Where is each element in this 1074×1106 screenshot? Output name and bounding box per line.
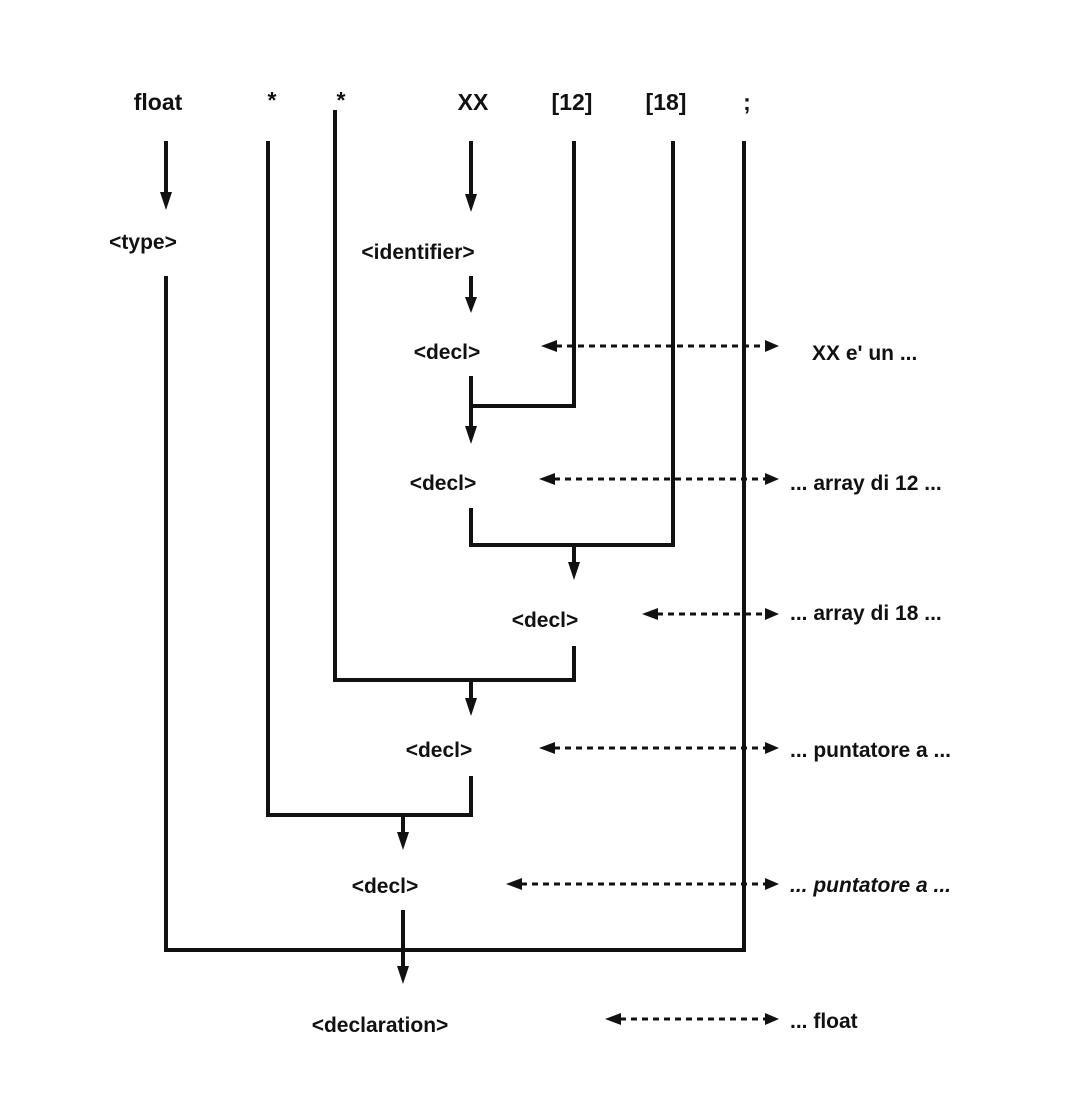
note-float: ... float	[790, 1010, 858, 1033]
token-dim-12: [12]	[552, 89, 593, 115]
connector-lines	[164, 110, 746, 972]
node-decl-3: <decl>	[512, 609, 579, 632]
token-dim-18: [18]	[646, 89, 687, 115]
token-identifier-xx: XX	[458, 89, 489, 115]
node-decl-2: <decl>	[410, 472, 477, 495]
node-decl-4: <decl>	[406, 739, 473, 762]
note-array-12: ... array di 12 ...	[790, 472, 942, 495]
node-type: <type>	[109, 231, 177, 254]
note-xx-is-a: XX e' un ...	[812, 342, 917, 365]
dotted-annotation-arrows	[506, 340, 779, 1025]
node-declaration: <declaration>	[312, 1014, 449, 1037]
token-float: float	[134, 89, 183, 115]
token-semicolon: ;	[743, 89, 751, 115]
note-pointer-1: ... puntatore a ...	[790, 739, 951, 762]
token-star-2: *	[337, 87, 346, 113]
node-identifier: <identifier>	[361, 241, 474, 264]
note-array-18: ... array di 18 ...	[790, 602, 942, 625]
node-decl-5: <decl>	[352, 875, 419, 898]
arrowheads	[160, 192, 580, 984]
node-decl-1: <decl>	[414, 341, 481, 364]
note-pointer-2: ... puntatore a ...	[790, 874, 951, 897]
token-star-1: *	[268, 87, 277, 113]
